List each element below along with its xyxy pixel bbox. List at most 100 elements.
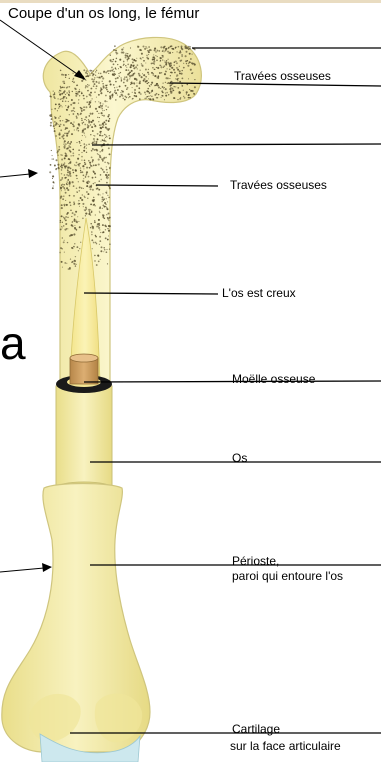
spongy-dot (94, 91, 96, 93)
spongy-dot (58, 117, 60, 119)
spongy-dot (162, 55, 163, 56)
spongy-dot (170, 72, 171, 73)
spongy-dot (67, 169, 68, 170)
spongy-dot (61, 184, 62, 185)
spongy-dot (98, 101, 99, 102)
spongy-dot (67, 172, 69, 174)
spongy-dot (138, 91, 140, 93)
spongy-dot (84, 124, 86, 126)
spongy-dot (112, 94, 113, 95)
spongy-dot (103, 251, 104, 252)
spongy-dot (76, 91, 77, 92)
spongy-dot (107, 116, 109, 118)
spongy-dot (127, 74, 128, 75)
spongy-dot (76, 142, 77, 143)
spongy-dot (92, 148, 94, 150)
spongy-dot (100, 105, 101, 106)
spongy-dot (69, 195, 71, 197)
spongy-dot (78, 165, 79, 166)
spongy-dot (79, 187, 81, 189)
spongy-dot (64, 142, 65, 143)
spongy-dot (138, 73, 140, 75)
spongy-dot (65, 100, 67, 102)
spongy-dot (127, 60, 128, 61)
spongy-dot (129, 55, 130, 56)
spongy-dot (61, 190, 62, 191)
spongy-dot (101, 168, 102, 169)
spongy-dot (148, 46, 150, 48)
spongy-dot (156, 67, 157, 68)
spongy-dot (115, 92, 117, 94)
spongy-dot (102, 115, 103, 116)
spongy-dot (178, 57, 180, 59)
spongy-dot (64, 140, 66, 142)
spongy-dot (168, 94, 169, 95)
spongy-dot (80, 114, 81, 115)
spongy-dot (126, 76, 128, 78)
spongy-dot (106, 249, 107, 250)
spongy-dot (164, 99, 165, 100)
spongy-dot (80, 171, 82, 173)
spongy-dot (110, 84, 112, 86)
spongy-dot (63, 87, 65, 89)
spongy-dot (92, 120, 94, 122)
spongy-dot (164, 87, 165, 88)
spongy-dot (98, 106, 100, 108)
spongy-dot (61, 163, 63, 165)
spongy-dot (153, 56, 155, 58)
spongy-dot (105, 206, 106, 207)
spongy-dot (62, 87, 64, 89)
spongy-dot (188, 49, 189, 50)
spongy-dot (72, 123, 74, 125)
spongy-dot (149, 85, 150, 86)
spongy-dot (134, 95, 136, 97)
spongy-dot (145, 46, 146, 47)
spongy-dot (61, 177, 63, 179)
spongy-dot (67, 120, 69, 122)
spongy-dot (103, 121, 105, 123)
spongy-dot (131, 70, 133, 72)
spongy-dot (180, 60, 182, 62)
spongy-dot (81, 156, 83, 158)
spongy-dot (143, 80, 144, 81)
spongy-dot (108, 114, 110, 116)
spongy-dot (84, 109, 86, 111)
spongy-dot (179, 52, 181, 54)
spongy-dot (85, 207, 87, 209)
spongy-dot (78, 200, 79, 201)
spongy-dot (107, 263, 108, 264)
spongy-dot (95, 143, 97, 145)
spongy-dot (107, 239, 109, 241)
spongy-dot (100, 259, 101, 260)
spongy-dot (133, 64, 135, 66)
spongy-dot (119, 85, 121, 87)
spongy-dot (59, 132, 61, 134)
spongy-dot (145, 76, 147, 78)
spongy-dot (96, 264, 98, 266)
spongy-dot (78, 149, 80, 151)
spongy-dot (102, 199, 104, 201)
spongy-dot (76, 175, 78, 177)
label-cartilage-line1: Cartilage (232, 723, 280, 735)
spongy-dot (109, 80, 111, 82)
spongy-dot (158, 94, 159, 95)
spongy-dot (165, 88, 167, 90)
spongy-dot (98, 73, 99, 74)
spongy-dot (79, 95, 80, 96)
spongy-dot (119, 59, 121, 61)
spongy-dot (66, 87, 68, 89)
spongy-dot (92, 81, 94, 83)
spongy-dot (99, 117, 100, 118)
spongy-dot (67, 142, 69, 144)
spongy-dot (64, 133, 65, 134)
spongy-dot (194, 86, 196, 88)
spongy-dot (91, 212, 92, 213)
spongy-dot (92, 177, 94, 179)
spongy-dot (133, 59, 135, 61)
spongy-dot (100, 195, 101, 196)
spongy-dot (73, 81, 75, 83)
spongy-dot (76, 246, 78, 248)
spongy-dot (157, 56, 158, 57)
spongy-dot (80, 197, 82, 199)
spongy-dot (87, 198, 88, 199)
